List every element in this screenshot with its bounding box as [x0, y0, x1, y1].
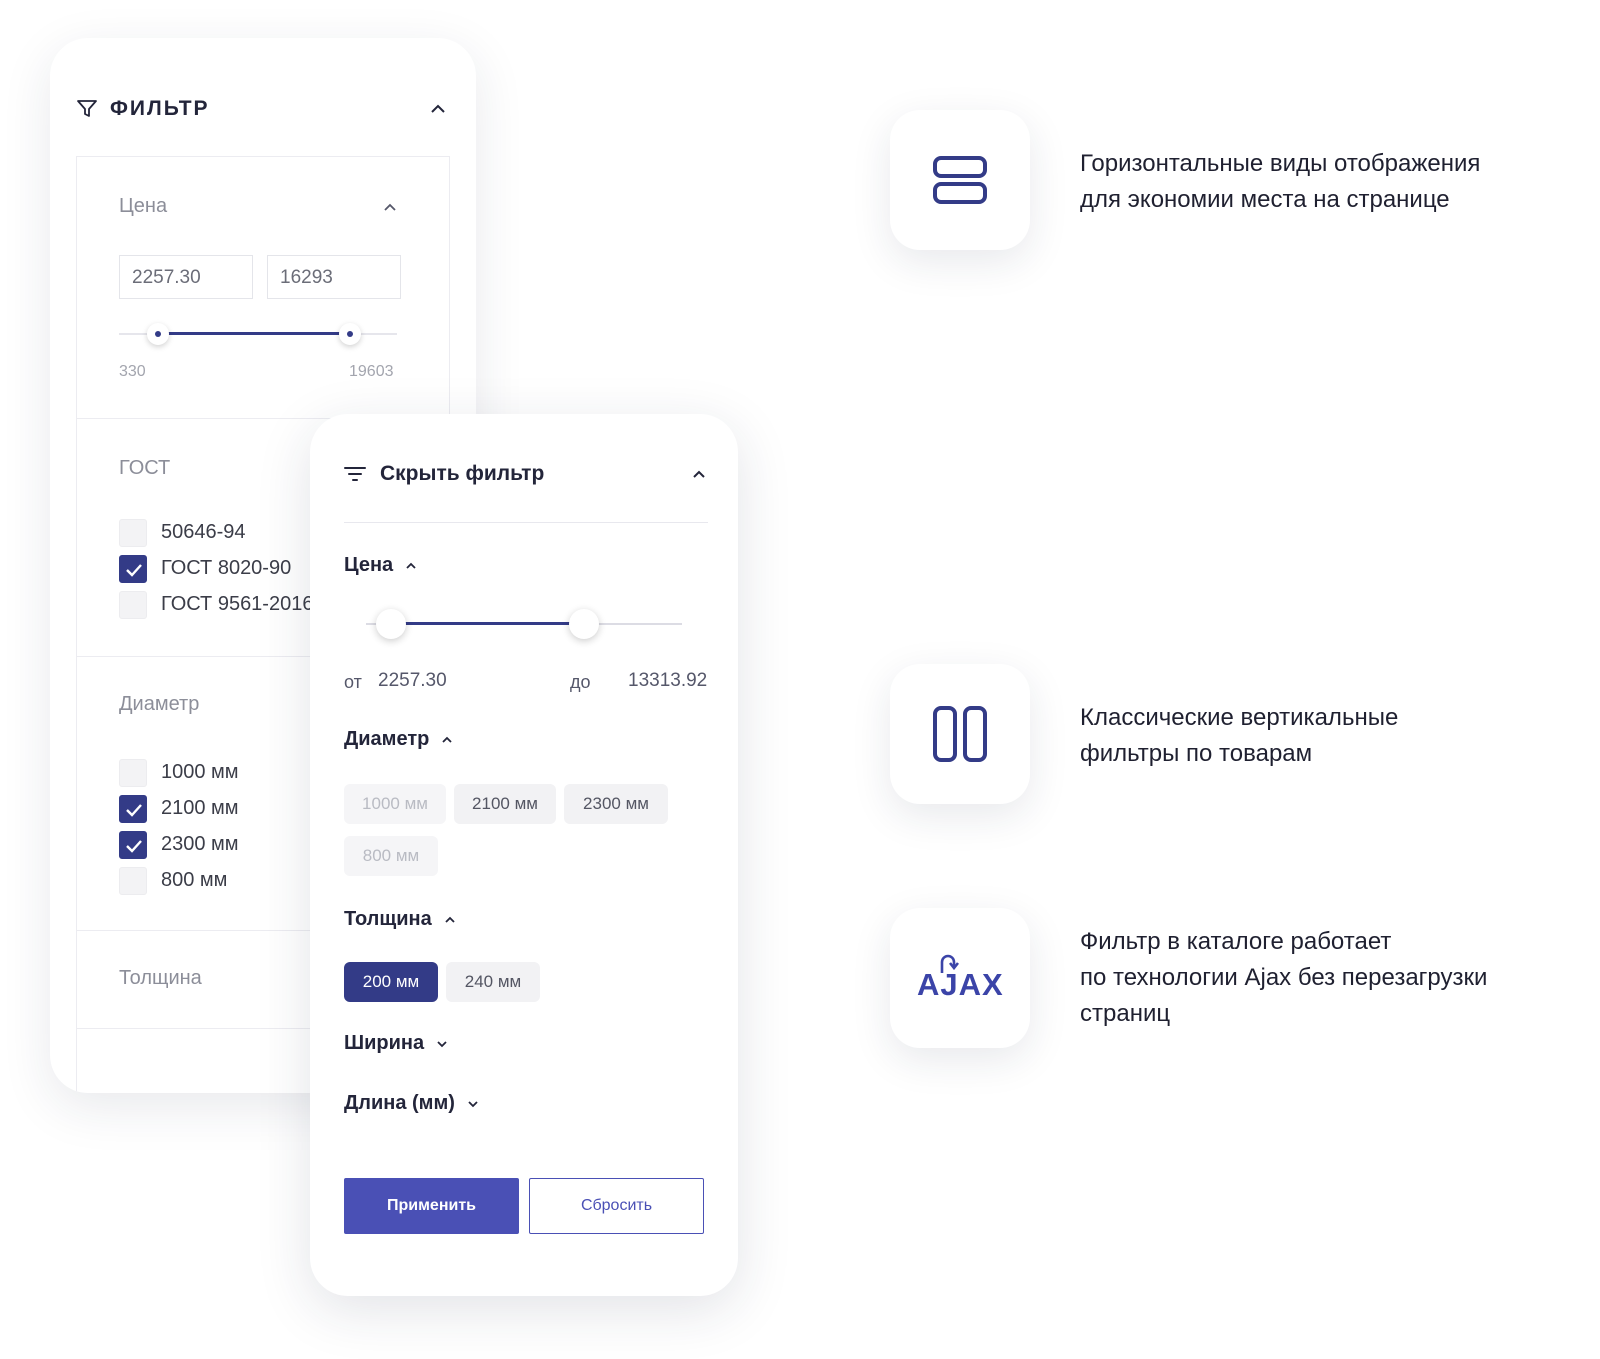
gost-option-label: ГОСТ 8020-90: [161, 557, 292, 579]
vertical-layout-icon: [933, 706, 987, 762]
price-slider-min-handle[interactable]: [376, 609, 407, 639]
price-to-input[interactable]: 16293: [267, 255, 401, 299]
horizontal-layout-icon: [933, 156, 987, 204]
price-from-prefix: от: [344, 672, 362, 692]
price-section: Цена 2257.30 16293 330 19603: [77, 157, 449, 419]
price-title: Цена: [119, 195, 168, 217]
diameter-option-label: 1000 мм: [161, 761, 239, 783]
price-from-value[interactable]: 2257.30: [378, 670, 447, 691]
chevron-up-icon[interactable]: [430, 104, 446, 114]
feature-text-line: по технологии Ajax без перезагрузки: [1080, 964, 1488, 991]
gost-option-label: 50646-94: [161, 521, 246, 543]
price-slider-range: [157, 332, 350, 335]
price-max-label: 19603: [349, 363, 394, 380]
chevron-down-icon: [437, 1040, 447, 1047]
price-min-label: 330: [119, 363, 146, 380]
chevron-up-icon: [442, 736, 452, 743]
diameter-checkbox[interactable]: [119, 831, 147, 859]
feature-text: Фильтр в каталоге работает по технологии…: [1080, 924, 1560, 1032]
horizontal-filter-card: Скрыть фильтр Цена от 2257.30 до 13313.9…: [310, 414, 738, 1296]
diameter-option-label: 2100 мм: [161, 797, 239, 819]
reset-button[interactable]: Сбросить: [529, 1178, 704, 1234]
thickness-tag-selected[interactable]: 200 мм: [344, 962, 438, 1002]
refresh-arrow-icon: [940, 954, 960, 973]
price-slider-max-handle[interactable]: [569, 609, 600, 639]
diameter-option-label: 800 мм: [161, 869, 228, 891]
diameter-title: Диаметр: [344, 728, 430, 750]
gost-checkbox[interactable]: [119, 591, 147, 619]
filter-title: ФИЛЬТР: [110, 97, 210, 120]
gost-checkbox[interactable]: [119, 519, 147, 547]
price-to-value[interactable]: 13313.92: [628, 670, 708, 691]
gost-title: ГОСТ: [119, 457, 171, 479]
filter-icon: [77, 100, 97, 117]
price-slider-range: [391, 622, 585, 625]
checkmark-icon: [126, 804, 142, 817]
diameter-section: Диаметр 1000 мм 2100 мм 2300 мм 800 мм: [77, 657, 449, 931]
chevron-up-icon[interactable]: [692, 470, 706, 479]
diameter-tag[interactable]: 1000 мм: [344, 784, 446, 824]
feature-text-line: Классические вертикальные: [1080, 704, 1399, 731]
diameter-checkbox[interactable]: [119, 759, 147, 787]
width-section-header[interactable]: Ширина: [344, 1032, 448, 1055]
feature-text: Горизонтальные виды отображения для экон…: [1080, 146, 1560, 218]
chevron-down-icon: [468, 1100, 478, 1107]
diameter-title: Диаметр: [119, 693, 200, 715]
feature-text-line: Горизонтальные виды отображения: [1080, 150, 1481, 177]
feature-text-line: Фильтр в каталоге работает: [1080, 928, 1392, 955]
price-slider-min-handle[interactable]: [146, 323, 169, 345]
price-title: Цена: [344, 554, 394, 576]
feature-icon-box: [890, 664, 1030, 804]
thickness-title: Толщина: [344, 908, 432, 930]
checkmark-icon: [126, 840, 142, 853]
price-to-prefix: до: [570, 672, 591, 692]
gost-section: ГОСТ 50646-94 ГОСТ 8020-90 ГОСТ 9561-201…: [77, 419, 449, 657]
filter-sections: Цена 2257.30 16293 330 19603 ГОСТ 50646-…: [76, 156, 450, 1093]
chevron-up-icon[interactable]: [383, 203, 397, 212]
length-title: Длина (мм): [344, 1092, 455, 1114]
diameter-tag[interactable]: 2100 мм: [454, 784, 556, 824]
feature-text: Классические вертикальные фильтры по тов…: [1080, 700, 1560, 772]
length-section-header[interactable]: Длина (мм): [344, 1092, 479, 1115]
thickness-section[interactable]: Толщина: [77, 931, 449, 1029]
divider: [344, 522, 708, 523]
price-from-input[interactable]: 2257.30: [119, 255, 253, 299]
diameter-checkbox[interactable]: [119, 867, 147, 895]
chevron-up-icon: [406, 562, 416, 569]
filter-header[interactable]: ФИЛЬТР: [76, 94, 446, 124]
hide-filter-header[interactable]: Скрыть фильтр: [344, 454, 706, 494]
price-slider-max-handle[interactable]: [338, 323, 361, 345]
feature-text-line: страниц: [1080, 1000, 1171, 1027]
feature-text-line: для экономии места на странице: [1080, 186, 1450, 213]
apply-button[interactable]: Применить: [344, 1178, 519, 1234]
feature-text-line: фильтры по товарам: [1080, 740, 1313, 767]
gost-checkbox[interactable]: [119, 555, 147, 583]
chevron-up-icon: [445, 916, 455, 923]
thickness-title: Толщина: [119, 967, 202, 989]
width-title: Ширина: [344, 1032, 425, 1054]
diameter-tag[interactable]: 2300 мм: [564, 784, 668, 824]
diameter-section-header[interactable]: Диаметр: [344, 728, 453, 751]
ajax-logo-text: AJAX: [917, 967, 1004, 1002]
price-section-header[interactable]: Цена: [344, 554, 417, 577]
checkmark-icon: [126, 564, 142, 577]
feature-icon-box: [890, 110, 1030, 250]
diameter-checkbox[interactable]: [119, 795, 147, 823]
hide-filter-title: Скрыть фильтр: [380, 462, 545, 485]
diameter-tag[interactable]: 800 мм: [344, 836, 438, 876]
filter-lines-icon: [344, 467, 366, 481]
thickness-section-header[interactable]: Толщина: [344, 908, 456, 931]
gost-option-label: ГОСТ 9561-2016: [161, 593, 314, 615]
ajax-icon: AJAX: [915, 953, 1005, 1003]
feature-icon-box: AJAX: [890, 908, 1030, 1048]
thickness-tag[interactable]: 240 мм: [446, 962, 540, 1002]
diameter-option-label: 2300 мм: [161, 833, 239, 855]
